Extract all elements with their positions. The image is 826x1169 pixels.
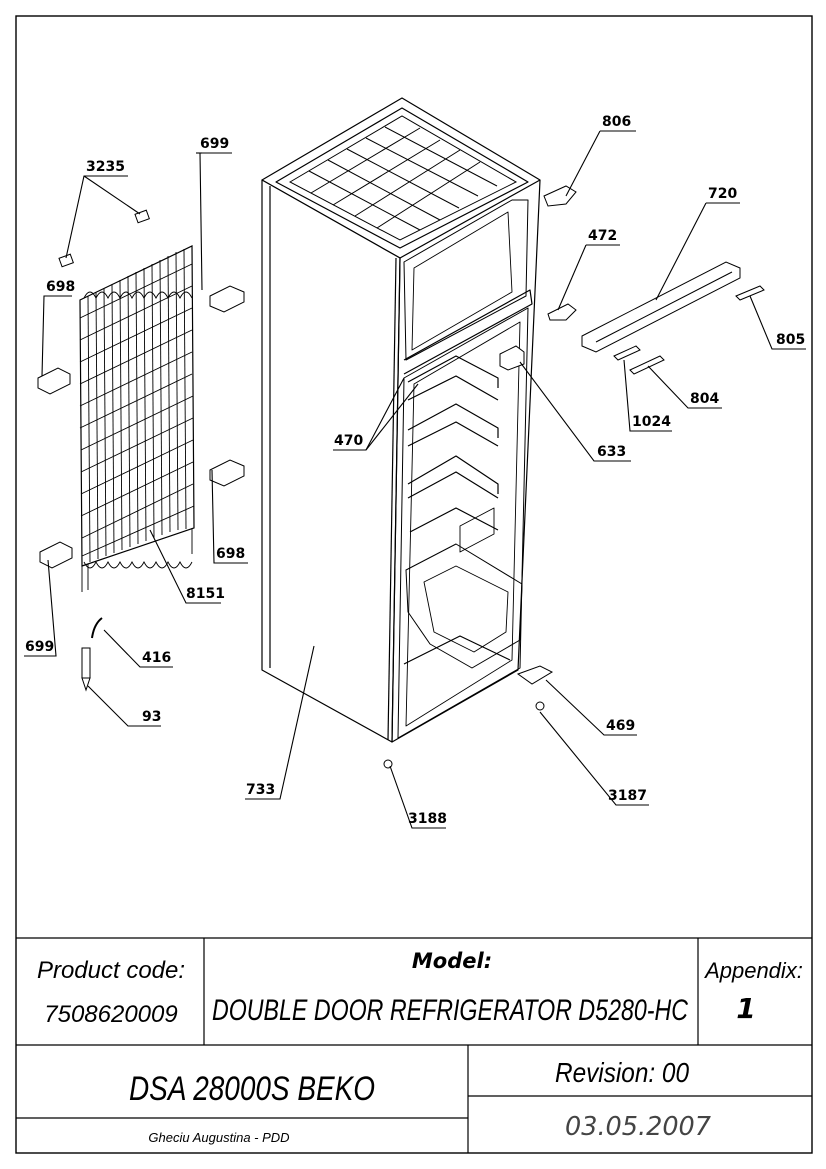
callout-633: 633 <box>597 444 626 460</box>
callout-1024: 1024 <box>632 414 671 430</box>
callout-733: 733 <box>246 782 275 798</box>
callout-698-bottom: 698 <box>216 546 245 562</box>
small-parts <box>37 185 765 769</box>
leader-lines <box>24 130 806 829</box>
callout-3187: 3187 <box>608 788 647 804</box>
title-block <box>16 937 812 1153</box>
appendix-value: 1 <box>736 992 755 1025</box>
callout-699-top: 699 <box>200 136 229 152</box>
callout-3188: 3188 <box>408 811 447 827</box>
product-code-label: Product code: <box>37 957 185 984</box>
product-code-value: 7508620009 <box>44 1001 177 1028</box>
top-grid <box>288 115 518 241</box>
callout-416: 416 <box>142 650 171 666</box>
callout-8151: 8151 <box>186 586 225 602</box>
drawing-frame <box>15 15 813 1154</box>
callout-labels: 3235 699 698 806 720 472 805 804 1024 63… <box>25 114 805 827</box>
callout-3235: 3235 <box>86 159 125 175</box>
model-value: DOUBLE DOOR REFRIGERATOR D5280-HC <box>212 994 688 1027</box>
callout-720: 720 <box>708 186 737 202</box>
callout-470: 470 <box>334 433 363 449</box>
callout-469: 469 <box>606 718 635 734</box>
callout-698-top: 698 <box>46 279 75 295</box>
condenser-drawing <box>79 245 195 592</box>
author: Gheciu Augustina - PDD <box>148 1130 289 1145</box>
callout-806: 806 <box>602 114 631 130</box>
callout-805: 805 <box>776 332 805 348</box>
appendix-label: Appendix: <box>703 958 803 983</box>
callout-93: 93 <box>142 709 161 725</box>
date: 03.05.2007 <box>565 1112 711 1142</box>
callout-804: 804 <box>690 391 719 407</box>
callout-472: 472 <box>588 228 617 244</box>
revision: Revision: 00 <box>555 1057 689 1088</box>
model-label: Model: <box>412 949 492 973</box>
product-name: DSA 28000S BEKO <box>129 1070 375 1108</box>
cabinet-drawing <box>261 97 541 743</box>
callout-699-bottom: 699 <box>25 639 54 655</box>
